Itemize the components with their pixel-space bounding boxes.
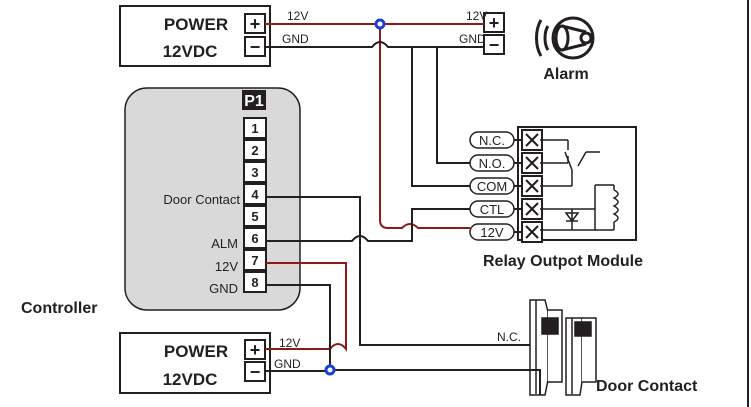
pin-6-box	[243, 227, 267, 249]
power-bottom-12v-label: 12V	[279, 336, 300, 350]
alarm-minus: −	[489, 35, 500, 55]
wire-top-gnd	[265, 41, 484, 48]
siren-icon	[535, 16, 595, 60]
power-bottom-line2: 12VDC	[163, 370, 218, 389]
pin6-label: ALM	[211, 236, 238, 251]
wire-door-contact	[266, 196, 530, 346]
alarm-plus-terminal	[483, 12, 505, 33]
pin-7-number: 7	[251, 253, 258, 268]
relay-terminal-label-2: COM	[477, 179, 507, 194]
power-bottom-line1: POWER	[164, 342, 228, 361]
power-bottom-minus: −	[250, 362, 261, 382]
wire-alm-to-ctl-b	[402, 208, 470, 242]
power-top-minus: −	[250, 37, 261, 57]
relay-module: N.C. N.O. COM CTL 12V Relay Outpot Module	[469, 126, 643, 270]
pin-5-box	[243, 205, 267, 227]
power-top-12v-label: 12V	[287, 9, 308, 23]
power-top-plus: +	[250, 14, 261, 34]
controller-header-bg	[242, 90, 266, 110]
pin-3-box	[243, 161, 267, 183]
pin4-label: Door Contact	[163, 192, 240, 207]
wire-alarm-gnd-to-no	[436, 47, 470, 164]
power-bottom-plus: +	[250, 340, 261, 360]
relay-terminal-label-0: N.C.	[479, 133, 505, 148]
relay-terminal-labels: N.C. N.O. COM CTL 12V	[469, 131, 522, 241]
pin7-label: 12V	[215, 259, 238, 274]
alarm-gnd-label: GND	[459, 32, 486, 46]
pin-4-number: 4	[251, 187, 259, 202]
relay-terminal-label-1: N.O.	[479, 156, 506, 171]
relay-screw-slash-b-3	[525, 202, 539, 216]
alarm-12v-label: 12V	[466, 9, 487, 23]
power-top-line2: 12VDC	[163, 42, 218, 61]
door-contact: N.C. Door Contact	[497, 299, 698, 396]
pin-6-number: 6	[251, 231, 258, 246]
relay-coil-icon	[540, 184, 619, 231]
power-bottom-gnd-label: GND	[274, 357, 301, 371]
pin-2-number: 2	[251, 143, 258, 158]
wire-gnd-to-com	[411, 47, 470, 187]
wire-top-12v-to-relay	[379, 24, 470, 229]
power-top-line1: POWER	[164, 15, 228, 34]
power-supply-bottom: POWER 12VDC + − 12V GND	[119, 332, 301, 394]
door-contact-magnet-icon	[529, 299, 597, 396]
relay-switch-icon	[540, 139, 600, 187]
controller-header: P1	[244, 93, 264, 110]
controller-label: Controller	[21, 300, 97, 317]
pin8-label: GND	[209, 281, 238, 296]
relay-terminal-label-4: 12V	[480, 225, 503, 240]
pin-2-box	[243, 139, 267, 161]
pin-5-number: 5	[251, 209, 258, 224]
relay-label: Relay Outpot Module	[483, 253, 643, 270]
relay-terminal-block	[521, 129, 543, 243]
alarm-label: Alarm	[543, 66, 588, 83]
power-supply-top: POWER 12VDC + − 12V GND	[119, 5, 309, 67]
relay-screw-slash-b-0	[525, 133, 539, 147]
alarm-minus-terminal	[483, 34, 505, 55]
pin-1-number: 1	[251, 121, 258, 136]
door-contact-label: Door Contact	[596, 378, 698, 395]
pin-8-number: 8	[251, 275, 258, 290]
alarm-plus: +	[489, 13, 500, 33]
controller-pin-strip: 1 2 3 4 5 6 7 8	[243, 117, 267, 293]
pin-7-box	[243, 249, 267, 271]
relay-screw-slash-b-1	[525, 156, 539, 170]
pin-8-box	[243, 271, 267, 293]
relay-terminal-label-3: CTL	[480, 202, 505, 217]
door-contact-nc-label: N.C.	[497, 330, 521, 344]
junction-dot-bottom	[324, 364, 336, 376]
alarm: + − 12V GND Alarm	[459, 9, 595, 83]
pin-3-number: 3	[251, 165, 258, 180]
power-top-gnd-label: GND	[282, 32, 309, 46]
junction-dot-top	[374, 18, 386, 30]
pin-1-box	[243, 117, 267, 139]
controller: P1 1 2 3 4 5 6 7 8 Door Contact ALM 12V GND Con…	[21, 87, 301, 317]
pin-4-box	[243, 183, 267, 205]
relay-screw-slash-b-4	[525, 225, 539, 239]
relay-screw-slash-b-2	[525, 179, 539, 193]
